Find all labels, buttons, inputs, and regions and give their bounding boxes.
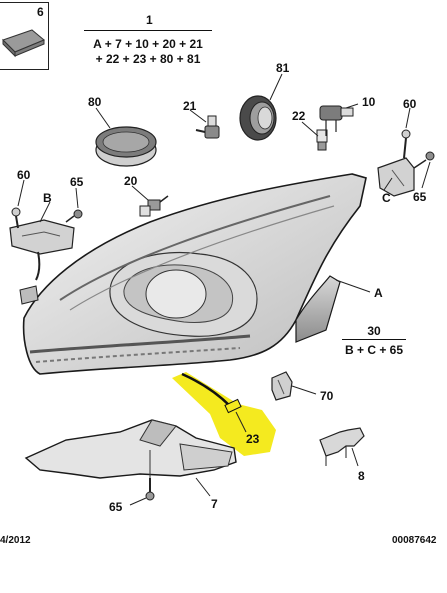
footer-reference-number: 00087642 xyxy=(392,535,437,546)
label-part-A: A xyxy=(374,286,383,300)
label-part-60-right: 60 xyxy=(403,97,417,111)
part-80-cap xyxy=(95,126,157,167)
part-30-fraction-bar xyxy=(342,339,406,340)
label-part-70: 70 xyxy=(320,389,334,403)
label-part-7: 7 xyxy=(211,497,218,511)
label-part-10: 10 xyxy=(362,95,376,109)
part-70-clip xyxy=(271,371,293,401)
part-6-pad xyxy=(2,29,45,58)
label-part-65-left: 65 xyxy=(70,175,84,189)
part-30-formula: B + C + 65 xyxy=(344,343,404,357)
part-C-bracket xyxy=(377,129,435,197)
part-21-bulb xyxy=(195,115,220,139)
part-10-bulb xyxy=(319,105,354,136)
label-part-6: 6 xyxy=(37,5,44,19)
part-22-bulb xyxy=(316,129,328,151)
label-part-21: 21 xyxy=(183,99,197,113)
label-part-65-right: 65 xyxy=(413,190,427,204)
label-part-B: B xyxy=(43,191,52,205)
label-part-1: 1 xyxy=(146,13,153,27)
label-part-80: 80 xyxy=(88,95,102,109)
headlamp-housing-A xyxy=(19,173,367,375)
label-part-22: 22 xyxy=(292,109,306,123)
part-7-cover xyxy=(24,419,237,501)
part-20-bulb xyxy=(139,195,169,217)
leader-lines xyxy=(17,73,431,506)
part-B-bracket xyxy=(9,207,83,281)
part-1-fraction-bar xyxy=(84,30,212,31)
label-part-23: 23 xyxy=(246,432,260,446)
part-81-ring xyxy=(239,95,277,141)
part-8-bracket xyxy=(319,427,365,466)
label-part-65-bottom: 65 xyxy=(109,500,123,514)
highlight-part-23 xyxy=(172,372,276,456)
label-part-8: 8 xyxy=(358,469,365,483)
part-6-box xyxy=(0,2,49,70)
part-1-formula-line2: + 22 + 23 + 80 + 81 xyxy=(95,52,201,66)
label-part-81: 81 xyxy=(276,61,290,75)
label-part-60-left: 60 xyxy=(17,168,31,182)
part-1-formula-line1: A + 7 + 10 + 20 + 21 xyxy=(93,37,203,51)
footer-date: 4/2012 xyxy=(0,535,31,546)
part-23-connector xyxy=(181,372,242,414)
label-part-20: 20 xyxy=(124,174,138,188)
label-part-30: 30 xyxy=(367,324,381,338)
label-part-C: C xyxy=(382,191,391,205)
